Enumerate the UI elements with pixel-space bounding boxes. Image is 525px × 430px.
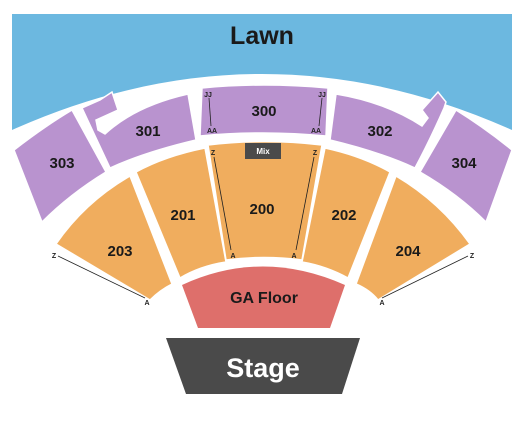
section-302[interactable]: 302 [329,90,447,169]
row-line-204 [381,255,469,299]
lawn-area[interactable] [12,14,512,130]
row-line-300-left [208,97,212,127]
row-z-204: Z [470,253,475,260]
section-300-label: 300 [251,103,276,120]
row-a-200-left: A [230,253,235,260]
section-301-label: 301 [135,123,160,140]
section-200[interactable]: 200 [207,140,323,261]
row-z-200-right: Z [313,150,318,157]
stage-shape [166,338,360,394]
section-200-shape[interactable] [207,140,323,261]
section-300[interactable]: 300 [199,84,329,137]
row-z-200-left: Z [211,150,216,157]
row-a-203: A [144,300,149,307]
section-204[interactable]: 204 [355,174,472,301]
section-303-label: 303 [49,155,74,172]
section-304-shape[interactable] [418,108,513,224]
mix-box [245,143,281,159]
row-jj-left: JJ [204,92,212,99]
row-a-200-right: A [291,253,296,260]
row-jj-right: JJ [318,92,326,99]
section-203-shape[interactable] [54,174,173,301]
row-a-204: A [379,300,384,307]
section-204-shape[interactable] [355,174,472,301]
row-z-203: Z [52,253,57,260]
section-lawn[interactable]: Lawn [12,14,512,130]
section-304-label: 304 [451,155,477,172]
section-ga-floor[interactable]: GA Floor [182,266,345,329]
section-304[interactable]: 304 [418,108,513,224]
ga-floor-shape[interactable] [182,266,345,329]
section-203-label: 203 [107,243,132,260]
section-202-label: 202 [331,207,356,224]
lawn-label: Lawn [230,22,294,50]
section-301[interactable]: 301 [80,90,197,169]
row-line-203 [57,255,146,299]
row-line-200-right [295,156,315,251]
section-302-shape[interactable] [329,90,447,169]
row-aa-right: AA [311,128,321,135]
row-line-200-left [213,156,232,251]
section-200-label: 200 [249,201,274,218]
section-303[interactable]: 303 [13,108,108,224]
section-201[interactable]: 201 [135,147,227,280]
section-301-shape[interactable] [80,90,197,169]
stage-label: Stage [226,353,300,383]
row-line-300-right [318,97,323,127]
section-202[interactable]: 202 [301,147,391,280]
mix-label: Mix [256,147,270,156]
section-204-label: 204 [395,243,421,260]
ga-floor-label: GA Floor [230,290,298,307]
row-letters: JJ JJ AA AA Z Z A A Z A Z A [52,92,475,307]
section-302-label: 302 [367,123,392,140]
section-303-shape[interactable] [13,108,108,224]
section-201-shape[interactable] [135,147,227,280]
row-indicators [57,97,469,299]
row-aa-left: AA [207,128,217,135]
section-201-label: 201 [170,207,195,224]
section-203[interactable]: 203 [54,174,173,301]
section-300-shape[interactable] [199,84,329,137]
stage: Stage [166,338,360,394]
section-202-shape[interactable] [301,147,391,280]
mix-position: Mix [245,143,281,159]
